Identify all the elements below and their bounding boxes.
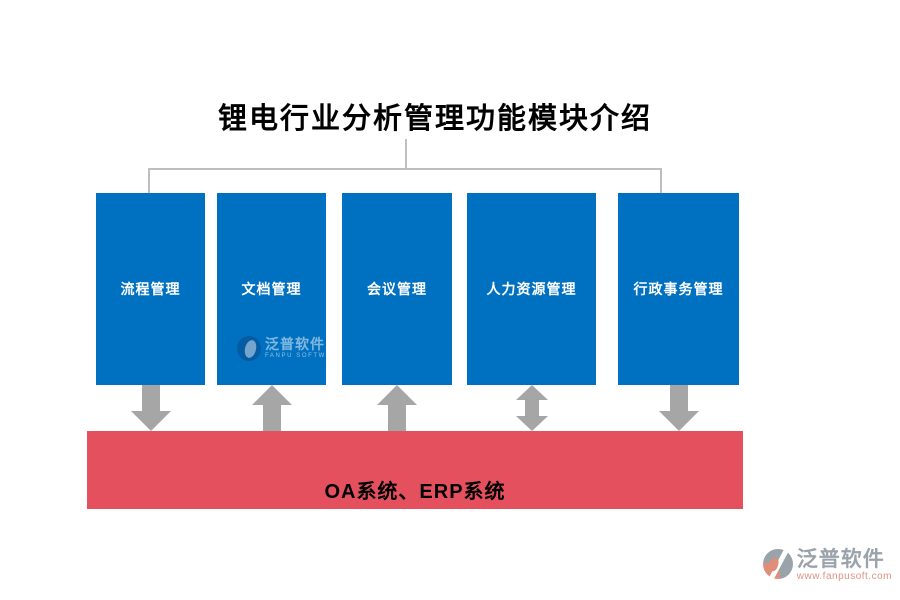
- footer-brand-url: www.fanpusoft.com: [796, 571, 892, 582]
- module-box: 行政事务管理: [618, 193, 739, 385]
- module-label: 文档管理: [241, 281, 302, 297]
- base-system-label: OA系统、ERP系统: [324, 481, 506, 503]
- fanpu-logo-icon: [762, 549, 793, 579]
- diagram-title: 锂电行业分析管理功能模块介绍: [217, 103, 652, 135]
- connector-stem: [405, 139, 407, 169]
- module-box: 会议管理: [342, 193, 452, 385]
- footer-brand: 泛普软件 www.fanpusoft.com: [762, 548, 892, 582]
- connector-drop-left: [148, 168, 150, 193]
- module-label: 人力资源管理: [486, 281, 577, 297]
- base-system-bar: OA系统、ERP系统: [87, 431, 743, 509]
- module-box: 人力资源管理: [467, 193, 596, 385]
- module-label: 流程管理: [120, 281, 181, 297]
- module-box: 文档管理: [217, 193, 326, 385]
- flow-arrow-down: [657, 385, 701, 431]
- flow-arrow-up: [375, 385, 419, 431]
- module-label: 会议管理: [367, 281, 427, 297]
- module-box: 流程管理: [96, 193, 205, 385]
- flow-arrow-down: [129, 385, 173, 431]
- module-label: 行政事务管理: [633, 281, 724, 297]
- flow-arrow-up: [250, 385, 294, 431]
- footer-brand-name: 泛普软件: [796, 548, 885, 571]
- connector-drop-right: [660, 168, 662, 193]
- connector-horizontal: [148, 168, 662, 170]
- flow-arrow-both: [510, 385, 554, 431]
